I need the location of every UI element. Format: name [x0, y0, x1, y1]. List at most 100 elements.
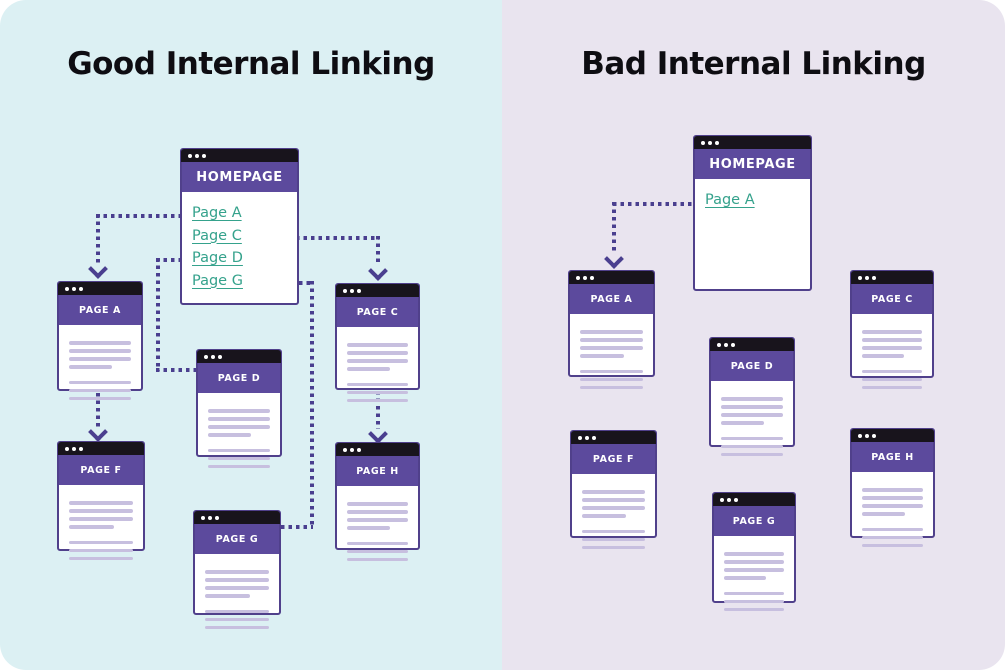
connector-homepage-to-page-a — [96, 214, 100, 264]
card-body — [711, 381, 793, 456]
card-header: PAGE D — [198, 363, 280, 393]
window-dots-icon — [65, 286, 69, 291]
window-dots-icon — [65, 446, 69, 451]
window-dots-icon — [720, 497, 724, 502]
page-card-h-good: PAGE H — [335, 442, 420, 561]
card-title: PAGE H — [871, 451, 914, 463]
window-dots-icon — [717, 342, 721, 347]
window-bar — [197, 350, 281, 363]
card-title: PAGE D — [217, 372, 261, 384]
card-header: PAGE C — [337, 297, 418, 327]
card-header: PAGE G — [714, 506, 794, 536]
card-title: PAGE G — [732, 515, 776, 527]
card-body — [852, 472, 933, 547]
card-header: PAGE A — [59, 295, 141, 325]
card-title: PAGE C — [871, 293, 913, 305]
card-body — [714, 536, 794, 611]
card-title: HOMEPAGE — [196, 169, 283, 185]
page-card-a-good: PAGE A — [57, 281, 143, 400]
window-bar — [336, 443, 419, 456]
connector-homepage-to-page-a-bad — [612, 202, 616, 254]
card-header: PAGE A — [570, 284, 653, 314]
window-dots-icon — [578, 435, 582, 440]
window-dots-icon — [343, 447, 347, 452]
card-body — [198, 393, 280, 468]
window-dots-icon — [858, 275, 862, 280]
card-title: PAGE A — [590, 293, 633, 305]
connector-homepage-to-page-d — [156, 368, 197, 372]
card-body — [59, 325, 141, 400]
card-header: HOMEPAGE — [695, 149, 810, 179]
homepage-links: Page A Page C Page D Page G — [182, 192, 297, 292]
page-card-g-bad: PAGE G — [712, 492, 796, 611]
window-bar — [851, 271, 933, 284]
window-bar — [181, 149, 298, 162]
homepage-link-page-a[interactable]: Page A — [192, 205, 242, 221]
panel-title-bad: Bad Internal Linking — [581, 46, 926, 82]
window-bar — [694, 136, 811, 149]
homepage-link-page-d[interactable]: Page D — [192, 250, 243, 266]
connector-homepage-to-page-g — [310, 281, 314, 528]
card-title: PAGE G — [215, 533, 259, 545]
card-header: PAGE C — [852, 284, 932, 314]
card-body — [59, 485, 143, 560]
window-bar — [710, 338, 794, 351]
page-card-g-good: PAGE G — [193, 510, 281, 629]
card-title: PAGE H — [356, 465, 399, 477]
window-bar — [58, 442, 144, 455]
window-dots-icon — [576, 275, 580, 280]
connector-homepage-to-page-a-bad — [613, 202, 701, 206]
window-bar — [713, 493, 795, 506]
card-title: PAGE F — [592, 453, 635, 465]
homepage-link-page-a[interactable]: Page A — [705, 192, 755, 208]
card-title: PAGE D — [730, 360, 774, 372]
card-header: PAGE F — [59, 455, 143, 485]
connector-page-c-to-page-h — [376, 391, 380, 429]
page-card-d-bad: PAGE D — [709, 337, 795, 456]
card-body — [195, 554, 279, 629]
window-bar — [571, 431, 656, 444]
connector-homepage-to-page-a — [96, 214, 188, 218]
page-card-f-good: PAGE F — [57, 441, 145, 560]
homepage-link-page-c[interactable]: Page C — [192, 227, 242, 244]
connector-homepage-to-page-d — [156, 258, 160, 371]
window-dots-icon — [858, 433, 862, 438]
card-body — [337, 327, 418, 402]
page-card-a-bad: PAGE A — [568, 270, 655, 389]
card-title: HOMEPAGE — [709, 156, 796, 172]
card-header: HOMEPAGE — [182, 162, 297, 192]
homepage-links: Page A — [695, 179, 810, 212]
card-header: PAGE G — [195, 524, 279, 554]
window-dots-icon — [201, 515, 205, 520]
card-body — [337, 486, 418, 561]
connector-homepage-to-page-g — [281, 525, 313, 529]
homepage-card-bad: HOMEPAGE Page A — [693, 135, 812, 291]
connector-homepage-to-page-c — [376, 236, 380, 266]
window-bar — [851, 429, 934, 442]
page-card-c-bad: PAGE C — [850, 270, 934, 389]
page-card-f-bad: PAGE F — [570, 430, 657, 549]
window-dots-icon — [188, 153, 192, 158]
window-bar — [569, 271, 654, 284]
connector-page-a-to-page-f — [96, 393, 100, 427]
homepage-link-page-g[interactable]: Page G — [192, 272, 243, 289]
card-title: PAGE C — [356, 306, 399, 318]
card-header: PAGE F — [572, 444, 655, 474]
card-header: PAGE H — [852, 442, 933, 472]
panel-title-good: Good Internal Linking — [67, 46, 435, 82]
window-dots-icon — [204, 354, 208, 359]
card-body — [572, 474, 655, 549]
card-body — [570, 314, 653, 389]
card-header: PAGE D — [711, 351, 793, 381]
connector-homepage-to-page-c — [236, 236, 379, 240]
card-title: PAGE A — [79, 304, 121, 316]
window-dots-icon — [343, 288, 347, 293]
homepage-card-good: HOMEPAGE Page A Page C Page D Page G — [180, 148, 299, 305]
card-body — [852, 314, 932, 389]
window-bar — [194, 511, 280, 524]
card-title: PAGE F — [80, 464, 122, 476]
page-card-c-good: PAGE C — [335, 283, 420, 402]
window-bar — [58, 282, 142, 295]
page-card-h-bad: PAGE H — [850, 428, 935, 547]
